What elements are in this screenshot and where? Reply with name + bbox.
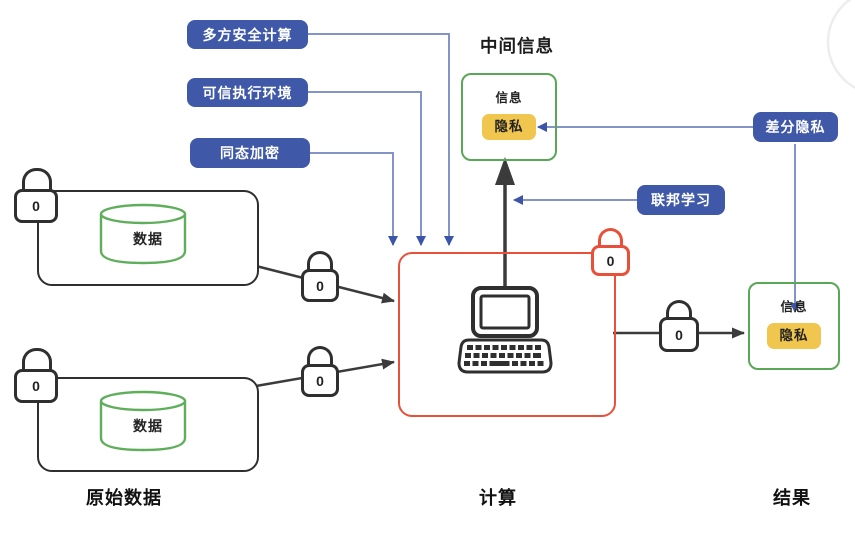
label-tee-tag: 可信执行环境: [187, 78, 308, 107]
stage-label-output: 结果: [773, 488, 811, 508]
intermediate-info-box: 信息 隐私: [461, 73, 557, 161]
label-he-tag: 同态加密: [190, 138, 310, 168]
label-fl-tag: 联邦学习: [637, 185, 725, 215]
data-label: 数据: [133, 418, 163, 434]
corner-arc-decoration: [826, 0, 855, 89]
lock-value: 0: [316, 277, 324, 294]
compute-box: [398, 252, 616, 417]
lock-result-icon: 0: [659, 300, 699, 354]
stage-label-compute: 计算: [479, 488, 517, 508]
arrow-compute-to-intermediate: [495, 157, 515, 290]
connector-tee-to-compute: [308, 91, 426, 246]
keyboard-keys: [464, 345, 544, 366]
lock-compute-icon: 0: [591, 228, 630, 278]
lock-data1-icon: 0: [14, 168, 60, 224]
data-source-box-1: 数据: [37, 190, 259, 286]
lock-value: 0: [606, 252, 615, 269]
lock-value: 0: [32, 198, 40, 214]
info-label: 信息: [495, 91, 523, 105]
lock-value: 0: [32, 378, 40, 394]
info-label: 信息: [780, 300, 808, 314]
lock-data2-icon: 0: [14, 348, 60, 404]
database-icon: [99, 203, 187, 265]
lock-channel2-icon: 0: [301, 346, 339, 398]
connector-he-to-compute: [310, 152, 398, 246]
privacy-badge: 隐私: [482, 114, 536, 140]
data-source-box-2: 数据: [37, 377, 259, 472]
privacy-badge: 隐私: [767, 323, 821, 349]
lock-value: 0: [316, 372, 324, 389]
lock-value: 0: [675, 326, 683, 343]
connector-mpc-to-compute: [308, 33, 454, 246]
laptop-icon: [457, 286, 553, 374]
intermediate-info-title: 中间信息: [480, 36, 554, 56]
result-info-box: 信息 隐私: [748, 282, 840, 370]
database-icon: [99, 390, 187, 452]
stage-label-input: 原始数据: [86, 488, 162, 508]
label-mpc-tag: 多方安全计算: [187, 20, 308, 49]
data-label: 数据: [133, 231, 163, 247]
label-dp-tag: 差分隐私: [753, 112, 838, 142]
lock-channel1-icon: 0: [301, 251, 339, 303]
